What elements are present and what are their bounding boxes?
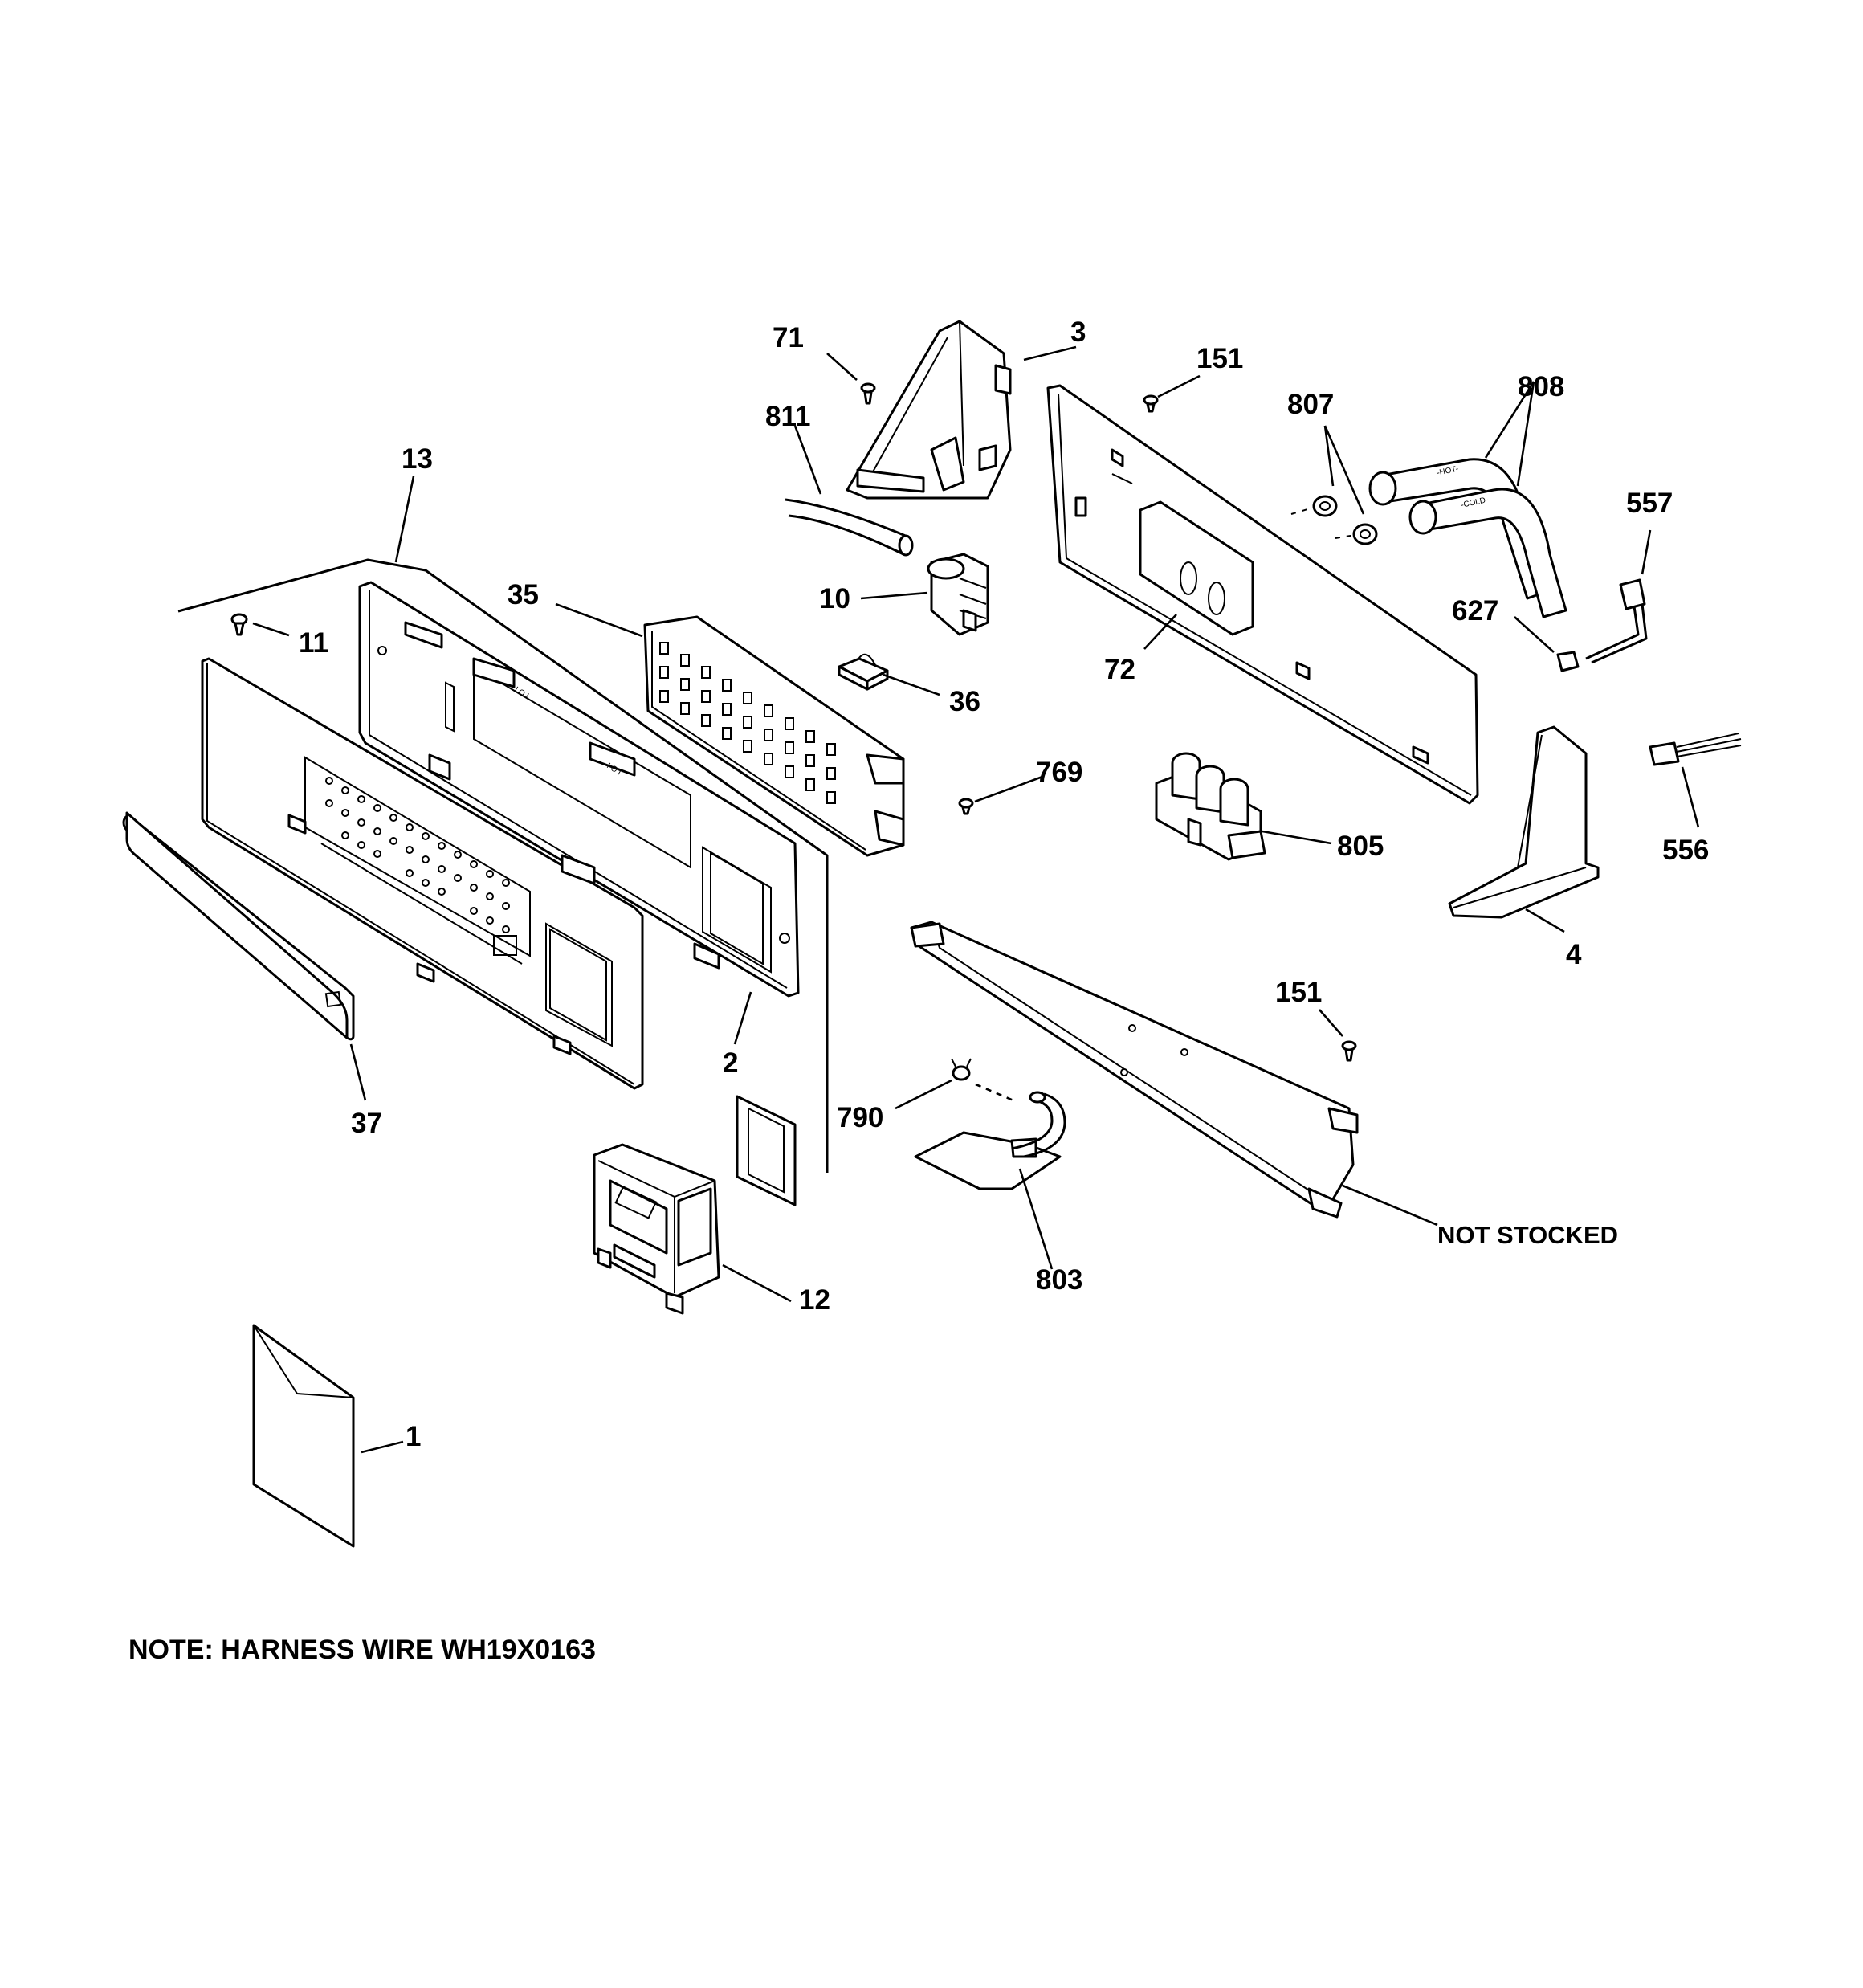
leader-lines [252,345,1700,1454]
callout-labels: 71 3 151 807 808 811 13 557 35 10 627 11… [299,316,1709,1452]
part-13-console-panel [177,558,829,1173]
part-71-screw [860,382,876,405]
leader-790 [895,1079,952,1110]
control-panel-front [201,657,644,1090]
callout-151-lower: 151 [1275,977,1322,1008]
callout-4: 4 [1566,939,1582,970]
leader-808a [1484,381,1535,459]
callout-12: 12 [799,1284,830,1316]
callout-807: 807 [1287,389,1334,420]
leader-805 [1262,830,1332,845]
callout-627: 627 [1452,595,1498,627]
leader-807a [1323,425,1335,487]
leader-769 [974,775,1043,803]
part-807-washers [1290,495,1378,545]
leader-556 [1681,766,1700,828]
part-557-connector [1585,578,1648,664]
callout-13: 13 [402,443,433,475]
square-gasket [736,1095,797,1206]
part-1-envelope [252,1324,355,1548]
leader-807b [1323,425,1365,515]
callout-808: 808 [1518,371,1564,402]
callout-790: 790 [837,1102,883,1133]
leader-151a [1157,374,1201,398]
part-11-screw [230,613,248,636]
callout-811: 811 [765,401,810,432]
leader-811 [793,425,822,495]
leader-4 [1525,908,1565,933]
part-808-hoses: -HOT- -COLD- [1368,458,1567,618]
callout-71: 71 [773,322,804,353]
part-72-backsplash [1046,384,1479,805]
leader-37 [349,1043,367,1101]
part-2-console-frame: I O I I O I [358,581,800,998]
part-3-end-cap [846,320,1012,500]
leader-11 [252,622,290,637]
callout-10: 10 [819,583,850,614]
callout-11: 11 [299,627,328,659]
leader-2 [733,991,752,1045]
callout-37: 37 [351,1108,382,1139]
leader-808b [1516,381,1535,487]
harness-note: NOTE: HARNESS WIRE WH19X0163 [128,1635,596,1665]
part-627-plug [1556,651,1580,672]
leader-790b [975,1083,1014,1102]
part-12-control-module [593,1143,720,1315]
callout-not-stocked: NOT STOCKED [1437,1221,1618,1249]
part-805-water-valve [1155,752,1266,861]
leader-not-stocked [1342,1184,1438,1227]
leader-151b [1319,1009,1343,1037]
part-4-end-cap [1448,725,1600,919]
control-panel-buttons [325,777,510,933]
callout-769: 769 [1036,757,1082,788]
callout-556: 556 [1662,835,1709,866]
callout-557: 557 [1626,488,1673,519]
callout-1: 1 [406,1421,421,1452]
part-151-screw-lower [1341,1040,1357,1062]
part-556-connector [1649,733,1742,766]
leader-557 [1641,529,1652,575]
leader-803 [1018,1168,1054,1270]
leader-3 [1023,345,1077,361]
leader-1 [361,1440,404,1454]
leader-36 [883,673,940,696]
leader-35 [555,602,643,638]
part-151-screw-upper [1143,394,1159,413]
callout-2: 2 [723,1047,738,1079]
callout-803: 803 [1036,1264,1082,1296]
part-10-pressure-switch [927,553,989,636]
callout-3: 3 [1070,316,1086,348]
leader-12 [722,1263,792,1303]
part-35-slots [659,642,836,804]
callout-35: 35 [508,579,539,610]
leader-13 [394,476,415,563]
part-769-screw [958,798,974,815]
callout-72: 72 [1104,654,1135,685]
part-790-clamp [951,1058,972,1081]
part-35-button-bracket [643,615,905,857]
callout-805: 805 [1337,831,1384,862]
part-37-overlay [122,811,355,1041]
leader-10 [860,591,928,600]
leader-71 [826,353,858,381]
part-811-hose [785,498,914,557]
bottom-shield-not-stocked [910,921,1359,1219]
leader-72 [1143,614,1177,650]
part-803-inlet [914,1091,1066,1190]
callout-36: 36 [949,686,980,717]
leader-627 [1514,616,1555,653]
part-36-clip [838,653,889,691]
callout-151-upper: 151 [1196,343,1243,374]
